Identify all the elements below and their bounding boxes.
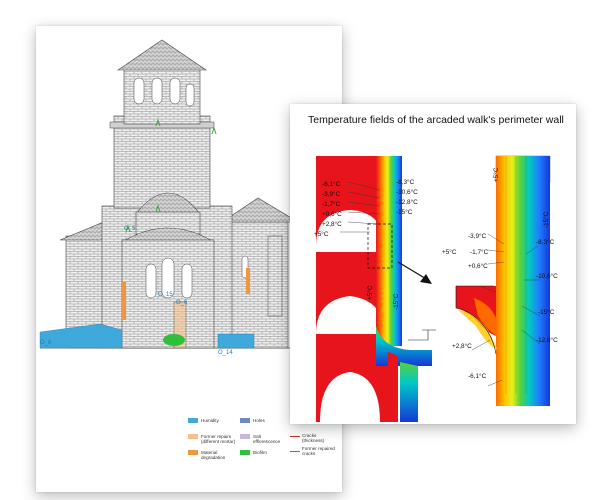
temp-label-right-9: -15°C [538, 308, 555, 316]
temp-label-left-2: -3,9°C [322, 190, 341, 198]
temp-label-right-7: +0,6°C [468, 262, 488, 270]
observation-label-o5: O_5 [124, 226, 136, 232]
temp-label-right-4: -8,3°C [536, 238, 555, 246]
legend-label-salt: Salt efflorescence [253, 434, 281, 444]
wall-detail-field [455, 155, 551, 406]
temp-label-left-12: -15°C [392, 293, 400, 310]
temp-label-left-7: -8,3°C [396, 178, 415, 186]
damage-legend: Humidity Holes ⸙ Vegetation Former repai… [188, 413, 338, 488]
temp-label-left-6: +5°C [314, 230, 329, 238]
temp-label-left-10: -15°C [396, 208, 413, 216]
temp-label-right-3: -3,9°C [468, 232, 487, 240]
temp-label-right-6: +5°C [442, 248, 457, 256]
temp-label-right-5: -1,7°C [470, 248, 489, 256]
temp-label-left-4: +0,6°C [322, 210, 342, 218]
temp-label-right-12: -6,1°C [468, 372, 487, 380]
legend-swatch-holes [240, 418, 250, 423]
zoom-arrow [397, 261, 432, 284]
temp-label-left-8: -10,6°C [396, 188, 418, 196]
observation-label-o8: O_8 [40, 340, 52, 346]
temp-label-right-1: +5°C [492, 167, 500, 182]
legend-line-former-cracks [290, 451, 300, 452]
arcade-section-field [316, 156, 436, 422]
temp-label-right-2: -15°C [542, 211, 550, 228]
legend-label-material: Material degradation [201, 450, 226, 460]
observation-label-o6: O_6 [176, 300, 188, 306]
temp-label-left-11: +5°C [366, 285, 374, 300]
legend-label-humidity: Humidity [201, 418, 219, 423]
legend-label-former-cracks: Former repaired cracks [302, 446, 335, 456]
legend-label-holes: Holes [253, 418, 265, 423]
legend-swatch-biofilm [240, 450, 250, 455]
legend-swatch-material [188, 450, 198, 455]
legend-label-former-repairs: Former repairs (different mortar) [201, 434, 236, 444]
legend-swatch-former-repairs [188, 434, 198, 439]
temp-label-right-11: -12,8°C [536, 336, 558, 344]
temp-label-left-3: -1,7°C [322, 200, 341, 208]
legend-label-biofilm: Biofilm [253, 450, 267, 455]
temperature-figure-sheet: Temperature fields of the arcaded walk's… [290, 104, 576, 424]
legend-label-cracks: Cracks (thickness) [302, 433, 325, 443]
observation-label-o14: O_14 [218, 350, 233, 356]
church-elevation-drawing: O_8 O_5 O_15 O_14 O_6 [39, 39, 300, 356]
figure-title: Temperature fields of the arcaded walk's… [308, 114, 564, 126]
temp-label-right-10: +2,8°C [452, 342, 472, 350]
temp-label-left-1: -6,1°C [322, 180, 341, 188]
legend-swatch-salt [240, 434, 250, 439]
legend-swatch-humidity [188, 418, 198, 423]
observation-label-o15: O_15 [158, 292, 173, 298]
temperature-field-figure: -6,1°C -3,9°C -1,7°C +0,6°C +2,8°C +5°C … [314, 155, 558, 422]
temp-label-left-9: -12,8°C [396, 198, 418, 206]
legend-line-cracks [290, 436, 300, 437]
temp-label-right-8: -10,6°C [536, 272, 558, 280]
temp-label-left-5: +2,8°C [322, 220, 342, 228]
